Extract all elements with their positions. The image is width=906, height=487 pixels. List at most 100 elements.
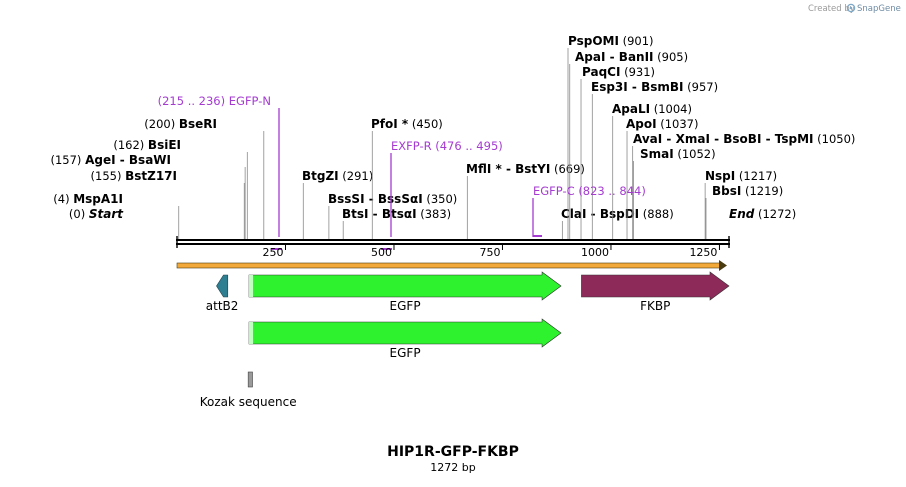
enzyme-position: (1037) (657, 117, 699, 131)
enzyme-label[interactable]: (0) Start (69, 207, 124, 221)
enzyme-name: MspA1I (73, 192, 123, 206)
enzyme-label[interactable]: PfoI * (450) (371, 117, 443, 131)
enzyme-site-bsssi[interactable]: BssSI - BssSαI (350) (328, 192, 457, 239)
enzyme-site-btgzi[interactable]: BtgZI (291) (302, 169, 373, 239)
feature-egfp-row1[interactable]: EGFP (248, 271, 562, 313)
enzyme-label[interactable]: BbsI (1219) (712, 184, 783, 198)
enzyme-site-start[interactable]: (0) Start (69, 207, 124, 221)
enzyme-position: (901) (619, 34, 654, 48)
enzyme-label[interactable]: MflI * - BstYI (669) (466, 162, 585, 176)
enzyme-label[interactable]: AvaI - XmaI - BsoBI - TspMI (1050) (633, 132, 855, 146)
enzyme-label[interactable]: (4) MspA1I (53, 192, 123, 206)
enzyme-site-bseri[interactable]: (200) BseRI (144, 117, 265, 239)
enzyme-site-pspomi[interactable]: PspOMI (901) (567, 34, 654, 239)
enzyme-label[interactable]: ApaLI (1004) (612, 102, 692, 116)
enzyme-label[interactable]: (155) BstZ17I (91, 169, 177, 183)
enzyme-position: (157) (50, 153, 85, 167)
enzyme-separator: - (710, 132, 723, 146)
enzyme-name: BstZ17I (125, 169, 177, 183)
enzyme-label[interactable]: BtgZI (291) (302, 169, 373, 183)
enzyme-name: End (729, 207, 755, 221)
orf-bar[interactable] (176, 260, 727, 271)
primer-egfp-n[interactable]: (215 .. 236) EGFP-N (158, 94, 282, 250)
enzyme-name: BsmBI (641, 80, 683, 94)
enzyme-site-agei[interactable]: (157) AgeI - BsaWI (50, 153, 246, 239)
enzyme-label[interactable]: (200) BseRI (144, 117, 217, 131)
enzyme-site-avai[interactable]: AvaI - XmaI - BsoBI - TspMI (1050) (632, 132, 856, 239)
enzyme-name: BtsI (342, 207, 369, 221)
enzyme-label[interactable]: BssSI - BssSαI (350) (328, 192, 457, 206)
feature-fkbp-row1[interactable]: FKBP (581, 271, 730, 313)
enzyme-name: ApaLI (612, 102, 650, 116)
feature-label: EGFP (390, 299, 421, 313)
enzyme-label[interactable]: NspI (1217) (705, 169, 777, 183)
feature-egfp-row2[interactable]: EGFP (248, 318, 562, 360)
feature-kozak-sequence-row3[interactable]: Kozak sequence (200, 371, 297, 409)
enzyme-site-btsi[interactable]: BtsI - BtsαI (383) (342, 207, 451, 239)
tick-label-1250: 1250 (689, 246, 717, 259)
feature-arrow-shape (248, 271, 562, 301)
enzyme-position: (1217) (735, 169, 777, 183)
snapgene-logo-icon (846, 3, 856, 13)
enzyme-site-bbsi[interactable]: BbsI (1219) (705, 184, 783, 239)
primer-binding-bar (381, 248, 392, 250)
feature-label: Kozak sequence (200, 395, 297, 409)
enzyme-name: SmaI (640, 147, 674, 161)
enzyme-label[interactable]: ApoI (1037) (626, 117, 699, 131)
enzyme-site-end[interactable]: End (1272) (729, 207, 796, 221)
enzyme-separator: - (365, 192, 378, 206)
tick-label-500: 500 (371, 246, 392, 259)
enzyme-label[interactable]: (157) AgeI - BsaWI (50, 153, 171, 167)
enzyme-position: (888) (639, 207, 674, 221)
orf-arrow-head (719, 260, 727, 271)
enzyme-label[interactable]: (162) BsiEI (113, 138, 181, 152)
enzyme-label[interactable]: BtsI - BtsαI (383) (342, 207, 451, 221)
enzyme-site-paqci[interactable]: PaqCI (931) (580, 65, 655, 239)
enzyme-name: Esp3I (591, 80, 628, 94)
enzyme-label[interactable]: ApaI - BanII (905) (575, 50, 688, 64)
enzyme-label[interactable]: PspOMI (901) (568, 34, 654, 48)
enzyme-label[interactable]: End (1272) (729, 207, 796, 221)
enzyme-separator: - (502, 162, 515, 176)
enzyme-label[interactable]: SmaI (1052) (640, 147, 716, 161)
enzyme-separator: - (369, 207, 382, 221)
enzyme-site-apoi[interactable]: ApoI (1037) (626, 117, 699, 239)
feature-attb2-row1[interactable]: attB2 (206, 274, 239, 313)
primer-egfp-c[interactable]: EGFP-C (823 .. 844) (532, 184, 646, 237)
enzyme-label[interactable]: PaqCI (931) (582, 65, 655, 79)
feature-arrow-shape (581, 271, 730, 301)
enzyme-separator: - (628, 80, 641, 94)
primer-binding-bar (533, 235, 542, 237)
dna-backbone[interactable] (176, 239, 730, 245)
enzyme-separator: - (605, 50, 618, 64)
enzyme-site-smai[interactable]: SmaI (1052) (633, 147, 716, 239)
enzyme-position: (1004) (650, 102, 692, 116)
enzyme-name: BsaWI (129, 153, 171, 167)
enzyme-separator: - (761, 132, 774, 146)
enzyme-site-nspi[interactable]: NspI (1217) (704, 169, 777, 239)
credit-text: Created by (808, 4, 855, 14)
primers-layer: (215 .. 236) EGFP-N EXFP-R (476 .. 495) EG… (158, 94, 646, 250)
enzyme-name: ApaI (575, 50, 605, 64)
enzyme-site-mfli[interactable]: MflI * - BstYI (669) (466, 162, 585, 239)
enzyme-label[interactable]: Esp3I - BsmBI (957) (591, 80, 718, 94)
enzyme-site-bstz17i[interactable]: (155) BstZ17I (91, 169, 245, 239)
enzyme-site-clai[interactable]: ClaI - BspDI (888) (561, 207, 674, 239)
enzyme-site-pfoi[interactable]: PfoI * (450) (371, 117, 443, 239)
enzyme-site-apali[interactable]: ApaLI (1004) (612, 102, 692, 239)
enzyme-position: (162) (113, 138, 148, 152)
enzyme-label[interactable]: ClaI - BspDI (888) (561, 207, 674, 221)
enzyme-name: BanII (619, 50, 654, 64)
brand-text: SnapGene (857, 4, 901, 14)
primer-exfp-r[interactable]: EXFP-R (476 .. 495) (381, 139, 503, 250)
enzyme-position: (931) (620, 65, 655, 79)
feature-arrow-shape (248, 318, 562, 348)
enzyme-site-esp3i[interactable]: Esp3I - BsmBI (957) (591, 80, 718, 239)
enzyme-site-bsiei[interactable]: (162) BsiEI (113, 138, 248, 239)
enzyme-site-mspa1i[interactable]: (4) MspA1I (53, 192, 180, 239)
enzyme-separator: - (116, 153, 129, 167)
enzyme-site-apai[interactable]: ApaI - BanII (905) (569, 50, 688, 239)
